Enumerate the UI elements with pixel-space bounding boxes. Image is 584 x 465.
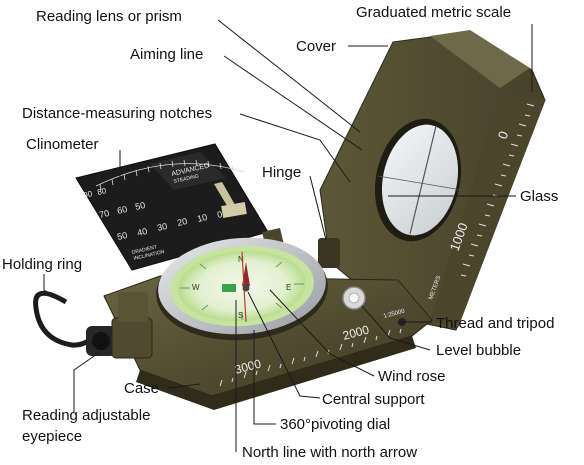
callout-labels: Reading lens or prism Graduated metric s… bbox=[2, 4, 558, 461]
dial-n: N bbox=[238, 255, 244, 264]
base-scale-ratio: 1:25000 bbox=[383, 308, 406, 320]
leader-case bbox=[167, 383, 201, 389]
label-reading-lens: Reading lens or prism bbox=[36, 8, 182, 25]
clinometer-sub: STEADING bbox=[173, 173, 199, 185]
clino-r3-0: 0 bbox=[216, 209, 223, 220]
clinometer-ticks bbox=[99, 159, 234, 191]
clinometer-plate: ADVANCED STEADING 90 80 70 60 50 50 40 3… bbox=[75, 143, 292, 282]
label-cover: Cover bbox=[296, 38, 336, 55]
clino-r2-70: 70 bbox=[98, 208, 110, 220]
north-arrow-marker bbox=[222, 284, 236, 292]
leader-eyepiece bbox=[73, 351, 101, 412]
clinometer-row-1: 90 80 bbox=[82, 186, 107, 200]
clinometer-row-3: 50 40 30 20 10 0 bbox=[116, 209, 223, 242]
label-hinge: Hinge bbox=[262, 164, 301, 181]
clino-r2-60: 60 bbox=[116, 204, 128, 216]
clinometer-row-2: 70 60 50 bbox=[98, 200, 146, 220]
label-wind-rose: Wind rose bbox=[378, 368, 446, 385]
label-central-support: Central support bbox=[322, 391, 425, 408]
label-aiming-line: Aiming line bbox=[130, 46, 203, 63]
clino-r2-50: 50 bbox=[134, 200, 146, 212]
dial-s: S bbox=[238, 311, 243, 320]
cover-lid: 0 1000 METERS bbox=[318, 30, 546, 331]
leader-pivoting-dial bbox=[253, 330, 276, 425]
cover-scale-0: 0 bbox=[495, 129, 512, 141]
label-level-bubble: Level bubble bbox=[436, 342, 521, 359]
label-glass: Glass bbox=[520, 188, 558, 205]
label-eyepiece-line1: Reading adjustable bbox=[22, 407, 150, 424]
leader-holding-ring bbox=[43, 274, 55, 297]
leader-wind-rose bbox=[269, 289, 375, 377]
holding-ring-shape bbox=[33, 290, 98, 348]
label-clinometer: Clinometer bbox=[26, 136, 99, 153]
clino-r3-50: 50 bbox=[116, 230, 128, 242]
clino-r1-0: 90 bbox=[82, 189, 93, 200]
leader-level-bubble bbox=[361, 305, 431, 351]
clino-r3-30: 30 bbox=[156, 221, 168, 233]
label-north-line: North line with north arrow bbox=[242, 444, 417, 461]
compass-dial: N E S W bbox=[156, 237, 328, 341]
label-case: Case bbox=[124, 380, 159, 397]
leader-aiming-line bbox=[223, 55, 363, 151]
label-thread-tripod: Thread and tripod bbox=[436, 315, 554, 332]
clino-r1-1: 80 bbox=[96, 186, 107, 197]
eyepiece-assembly bbox=[33, 290, 153, 359]
central-support bbox=[242, 284, 250, 292]
clino-grade: GRADIENT bbox=[131, 244, 158, 256]
clino-r3-20: 20 bbox=[176, 216, 188, 228]
dial-w: W bbox=[192, 283, 200, 292]
label-holding-ring: Holding ring bbox=[2, 256, 82, 273]
leader-distance-notches bbox=[239, 113, 351, 183]
leader-hinge bbox=[309, 175, 327, 241]
clino-r3-10: 10 bbox=[196, 212, 208, 224]
tripod-thread bbox=[398, 318, 406, 326]
label-distance-notches: Distance-measuring notches bbox=[22, 105, 212, 122]
hinge bbox=[318, 238, 340, 268]
clino-r3-40: 40 bbox=[136, 226, 148, 238]
label-metric-scale: Graduated metric scale bbox=[356, 4, 511, 21]
leader-lines bbox=[43, 19, 533, 452]
leader-central-support bbox=[247, 291, 321, 399]
label-pivoting-dial: 360°pivoting dial bbox=[280, 416, 390, 433]
cover-scale-ticks bbox=[460, 103, 535, 277]
glass-window bbox=[381, 124, 459, 236]
base-scale-3000: 3000 bbox=[233, 356, 263, 377]
label-eyepiece-line2: eyepiece bbox=[22, 428, 82, 445]
base-scale-2000: 2000 bbox=[341, 322, 371, 343]
dial-e: E bbox=[286, 283, 291, 292]
base-scale-ticks bbox=[219, 328, 402, 387]
leader-reading-lens bbox=[217, 19, 361, 133]
